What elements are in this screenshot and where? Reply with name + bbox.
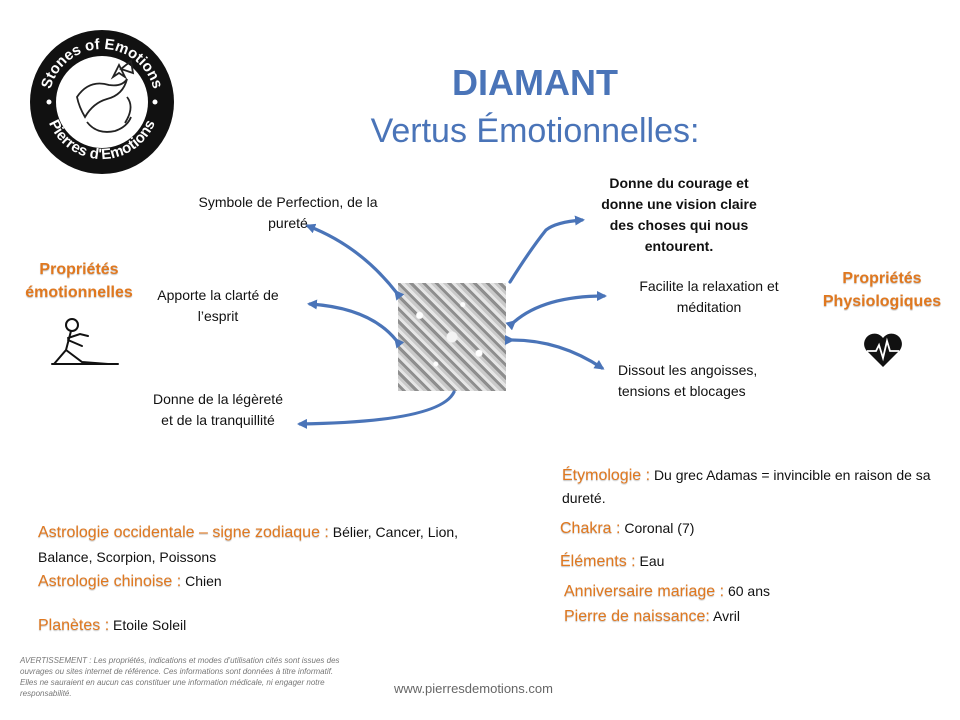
diamond-stones-photo [398,283,506,391]
info-chakra: Chakra : Coronal (7) [560,520,694,538]
astro-occ-value: Bélier, Cancer, Lion, Balance, Scorpion,… [38,524,459,565]
naissance-value: Avril [712,608,740,624]
elements-value: Eau [639,553,665,569]
naissance-label: Pierre de naissance: [564,608,710,625]
arrow-relaxation [505,291,607,331]
info-astro-occidentale: Astrologie occidentale – signe zodiaque … [38,520,478,569]
etymologie-value: Du grec Adamas = invincible en raison de… [562,467,931,506]
stones-of-emotions-logo: Stones of Emotions Pierres d'Emotions [30,30,174,174]
elements-label: Éléments : [560,553,636,570]
planetes-value: Etoile Soleil [113,617,187,633]
astro-chin-value: Chien [185,573,222,589]
chakra-label: Chakra : [560,520,621,537]
heartbeat-heart-icon [864,333,902,367]
arrow-angoisses [504,334,605,370]
arrow-legerete [297,390,456,429]
bird-hand-icon [76,59,135,133]
virtue-clarte: Apporte la clarté de l’esprit [157,287,279,324]
disclaimer: AVERTISSEMENT : Les propriétés, indicati… [20,656,340,698]
virtue-angoisses: Dissout les angoisses, tensions et bloca… [618,362,758,399]
relaxing-person-icon [51,318,119,365]
arrow-clarte [307,299,405,349]
info-etymologie: Étymologie : Du grec Adamas = invincible… [562,464,942,510]
arrow-courage [508,215,585,284]
arrow-perfection [305,223,405,301]
etymologie-label: Étymologie : [562,467,651,484]
website-url: www.pierresdemotions.com [394,681,553,696]
page-title: DIAMANT [452,62,618,103]
page-subtitle: Vertus Émotionnelles: [370,112,700,150]
astro-occ-label: Astrologie occidentale – signe zodiaque … [38,524,329,541]
info-planetes: Planètes : Etoile Soleil [38,617,186,635]
info-naissance: Pierre de naissance: Avril [564,608,740,626]
info-anniversaire: Anniversaire mariage : 60 ans [564,583,770,601]
planetes-label: Planètes : [38,617,110,634]
astro-chin-label: Astrologie chinoise : [38,573,182,590]
virtue-courage: Donne du courage et donne une vision cla… [601,175,757,254]
anniversaire-label: Anniversaire mariage : [564,583,725,600]
virtue-relaxation: Facilite la relaxation et méditation [639,278,779,315]
anniversaire-value: 60 ans [727,583,771,599]
virtue-perfection: Symbole de Perfection, de la pureté [198,194,378,231]
virtue-legerete: Donne de la légèreté et de la tranquilli… [153,391,283,428]
chakra-value: Coronal (7) [624,520,695,536]
info-elements: Éléments : Eau [560,553,664,571]
right-heading: Propriétés Physiologiques [822,270,942,310]
info-astro-chinoise: Astrologie chinoise : Chien [38,573,222,591]
left-heading: Propriétés émotionnelles [25,261,133,301]
